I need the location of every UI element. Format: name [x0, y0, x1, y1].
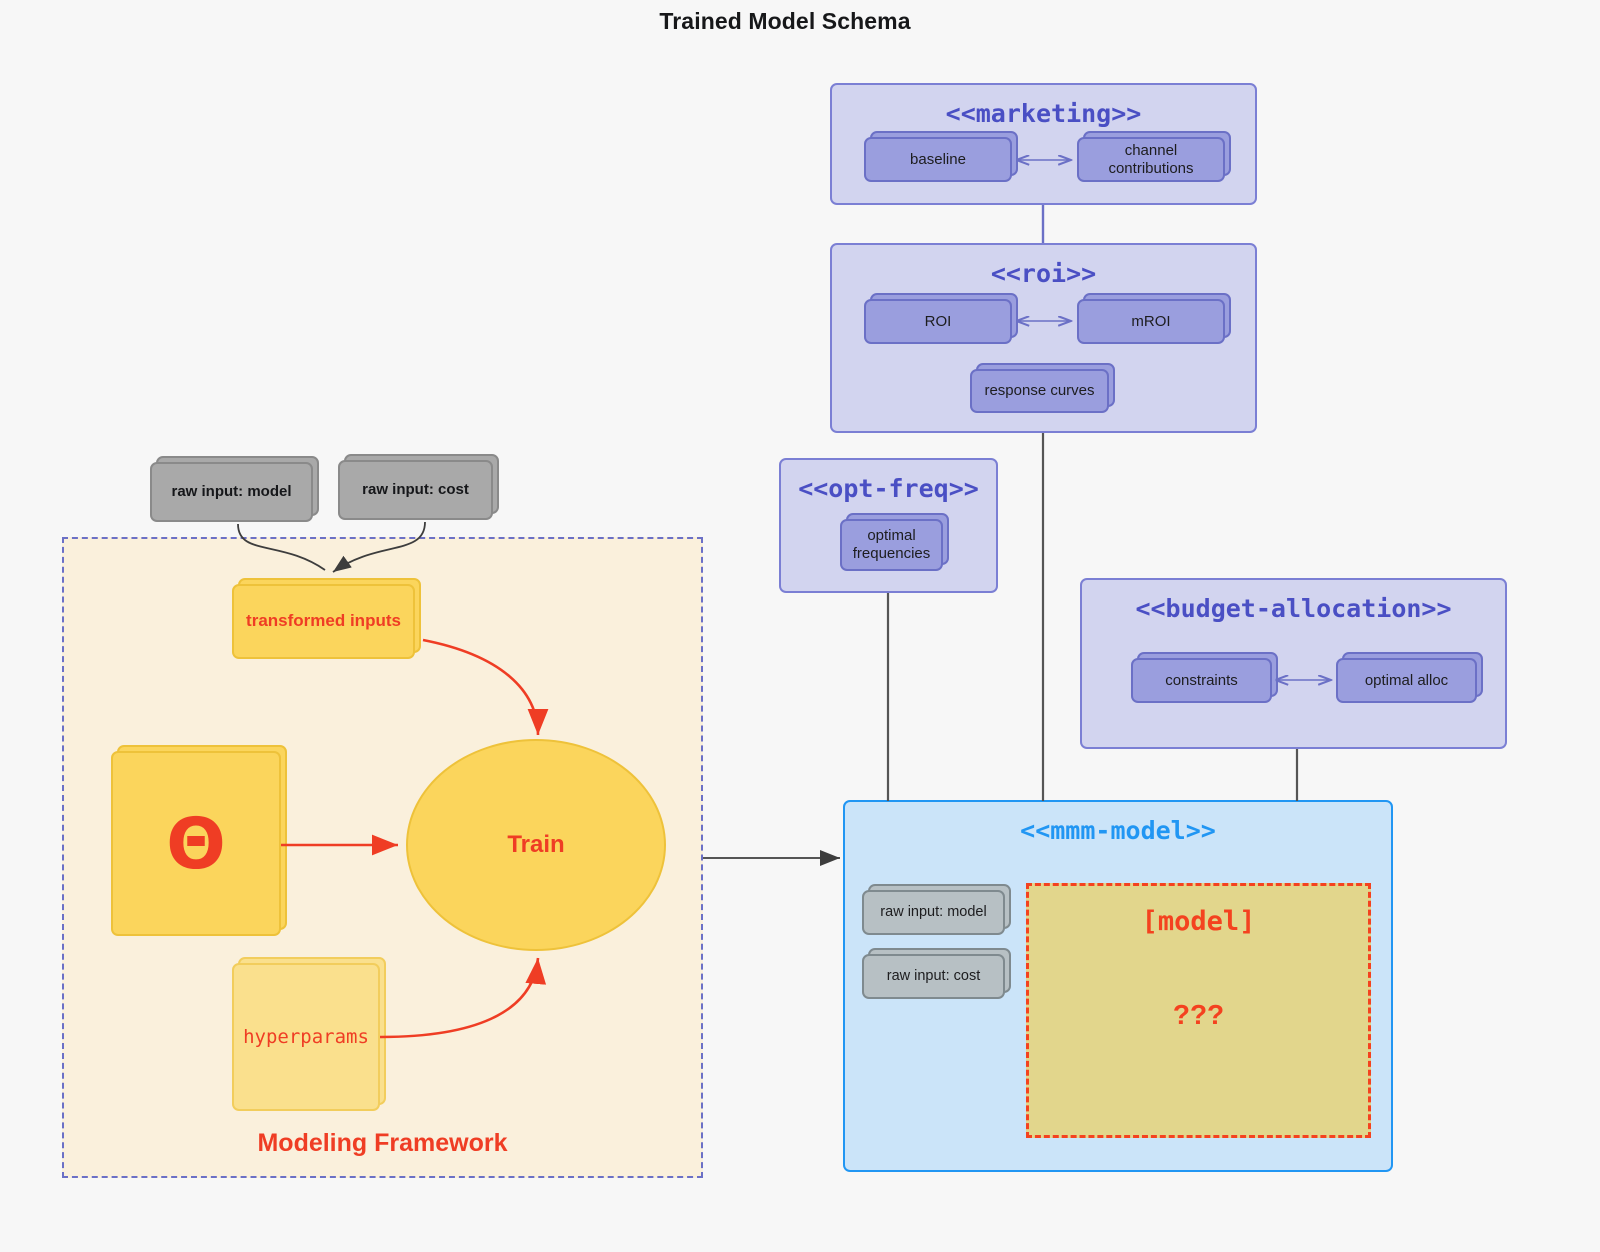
node-roi-label: ROI [924, 312, 952, 330]
node-theta-label: Θ [111, 751, 281, 936]
package-budget-allocation-stereotype: <<budget-allocation>> [1135, 594, 1452, 623]
node-stack-front [232, 963, 380, 1111]
node-mmm-raw-input-cost[interactable]: raw input: cost [862, 948, 1011, 999]
node-train-label: Train [507, 831, 565, 858]
node-stack-front [232, 584, 415, 659]
node-hyperparams-label: hyperparams [243, 1025, 369, 1048]
node-stack-front [1077, 137, 1225, 182]
package-marketing-stereotype: <<marketing>> [945, 99, 1142, 128]
node-raw-input-cost-label: raw input: cost [362, 481, 469, 499]
framework-label: Modeling Framework [257, 1129, 508, 1157]
node-response-curves[interactable]: response curves [970, 363, 1115, 413]
node-mmm-raw-input-cost-label: raw input: cost [886, 967, 981, 984]
node-mmm-raw-input-model[interactable]: raw input: model [862, 884, 1011, 935]
node-optimal-frequencies[interactable]: optimal frequencies [840, 513, 949, 571]
node-optimal-alloc[interactable]: optimal alloc [1336, 652, 1483, 703]
node-roi[interactable]: ROI [864, 293, 1018, 344]
node-stack-front [970, 369, 1109, 413]
node-stack-front [840, 519, 943, 571]
theta-symbol: Θ [166, 802, 226, 885]
model-placeholder-title: [model] [1141, 906, 1256, 937]
package-mmm-model-stereotype: <<mmm-model>> [1020, 816, 1216, 845]
node-baseline[interactable]: baseline [864, 131, 1018, 182]
node-constraints[interactable]: constraints [1131, 652, 1278, 703]
node-stack-front [111, 751, 281, 936]
node-stack-front [150, 462, 313, 522]
node-mroi-label: mROI [1131, 312, 1171, 330]
package-opt-freq-stereotype: <<opt-freq>> [798, 474, 979, 503]
node-theta[interactable]: Θ [111, 745, 287, 936]
node-transformed-inputs[interactable]: transformed inputs [232, 578, 421, 659]
node-stack-front [1131, 658, 1272, 703]
node-response-curves-label: response curves [984, 382, 1095, 400]
node-stack-front [338, 460, 493, 520]
node-train[interactable]: Train [406, 739, 666, 951]
node-baseline-label: baseline [910, 150, 966, 168]
node-stack-front [1336, 658, 1477, 703]
model-placeholder-unknown: ??? [1172, 999, 1225, 1030]
node-mroi[interactable]: mROI [1077, 293, 1231, 344]
page-title: Trained Model Schema [659, 8, 911, 34]
node-stack-front [862, 954, 1005, 999]
model-placeholder-box[interactable]: [model] ??? [1026, 883, 1371, 1138]
node-stack-front [1077, 299, 1225, 344]
node-optimal-alloc-label: optimal alloc [1364, 671, 1449, 689]
node-raw-input-model-label: raw input: model [171, 483, 292, 501]
node-stack-front [862, 890, 1005, 935]
node-channel-contributions-label: channel contributions [1108, 141, 1194, 177]
package-roi-stereotype: <<roi>> [990, 259, 1097, 288]
node-stack-front [864, 137, 1012, 182]
node-transformed-inputs-label: transformed inputs [246, 611, 401, 631]
node-stack-front [864, 299, 1012, 344]
node-mmm-raw-input-model-label: raw input: model [880, 903, 987, 920]
node-raw-input-cost[interactable]: raw input: cost [338, 454, 499, 520]
node-constraints-label: constraints [1165, 671, 1238, 689]
node-channel-contributions[interactable]: channel contributions [1077, 131, 1231, 182]
node-optimal-frequencies-label: optimal frequencies [852, 527, 931, 562]
node-hyperparams[interactable]: hyperparams [232, 957, 386, 1111]
node-raw-input-model[interactable]: raw input: model [150, 456, 319, 522]
